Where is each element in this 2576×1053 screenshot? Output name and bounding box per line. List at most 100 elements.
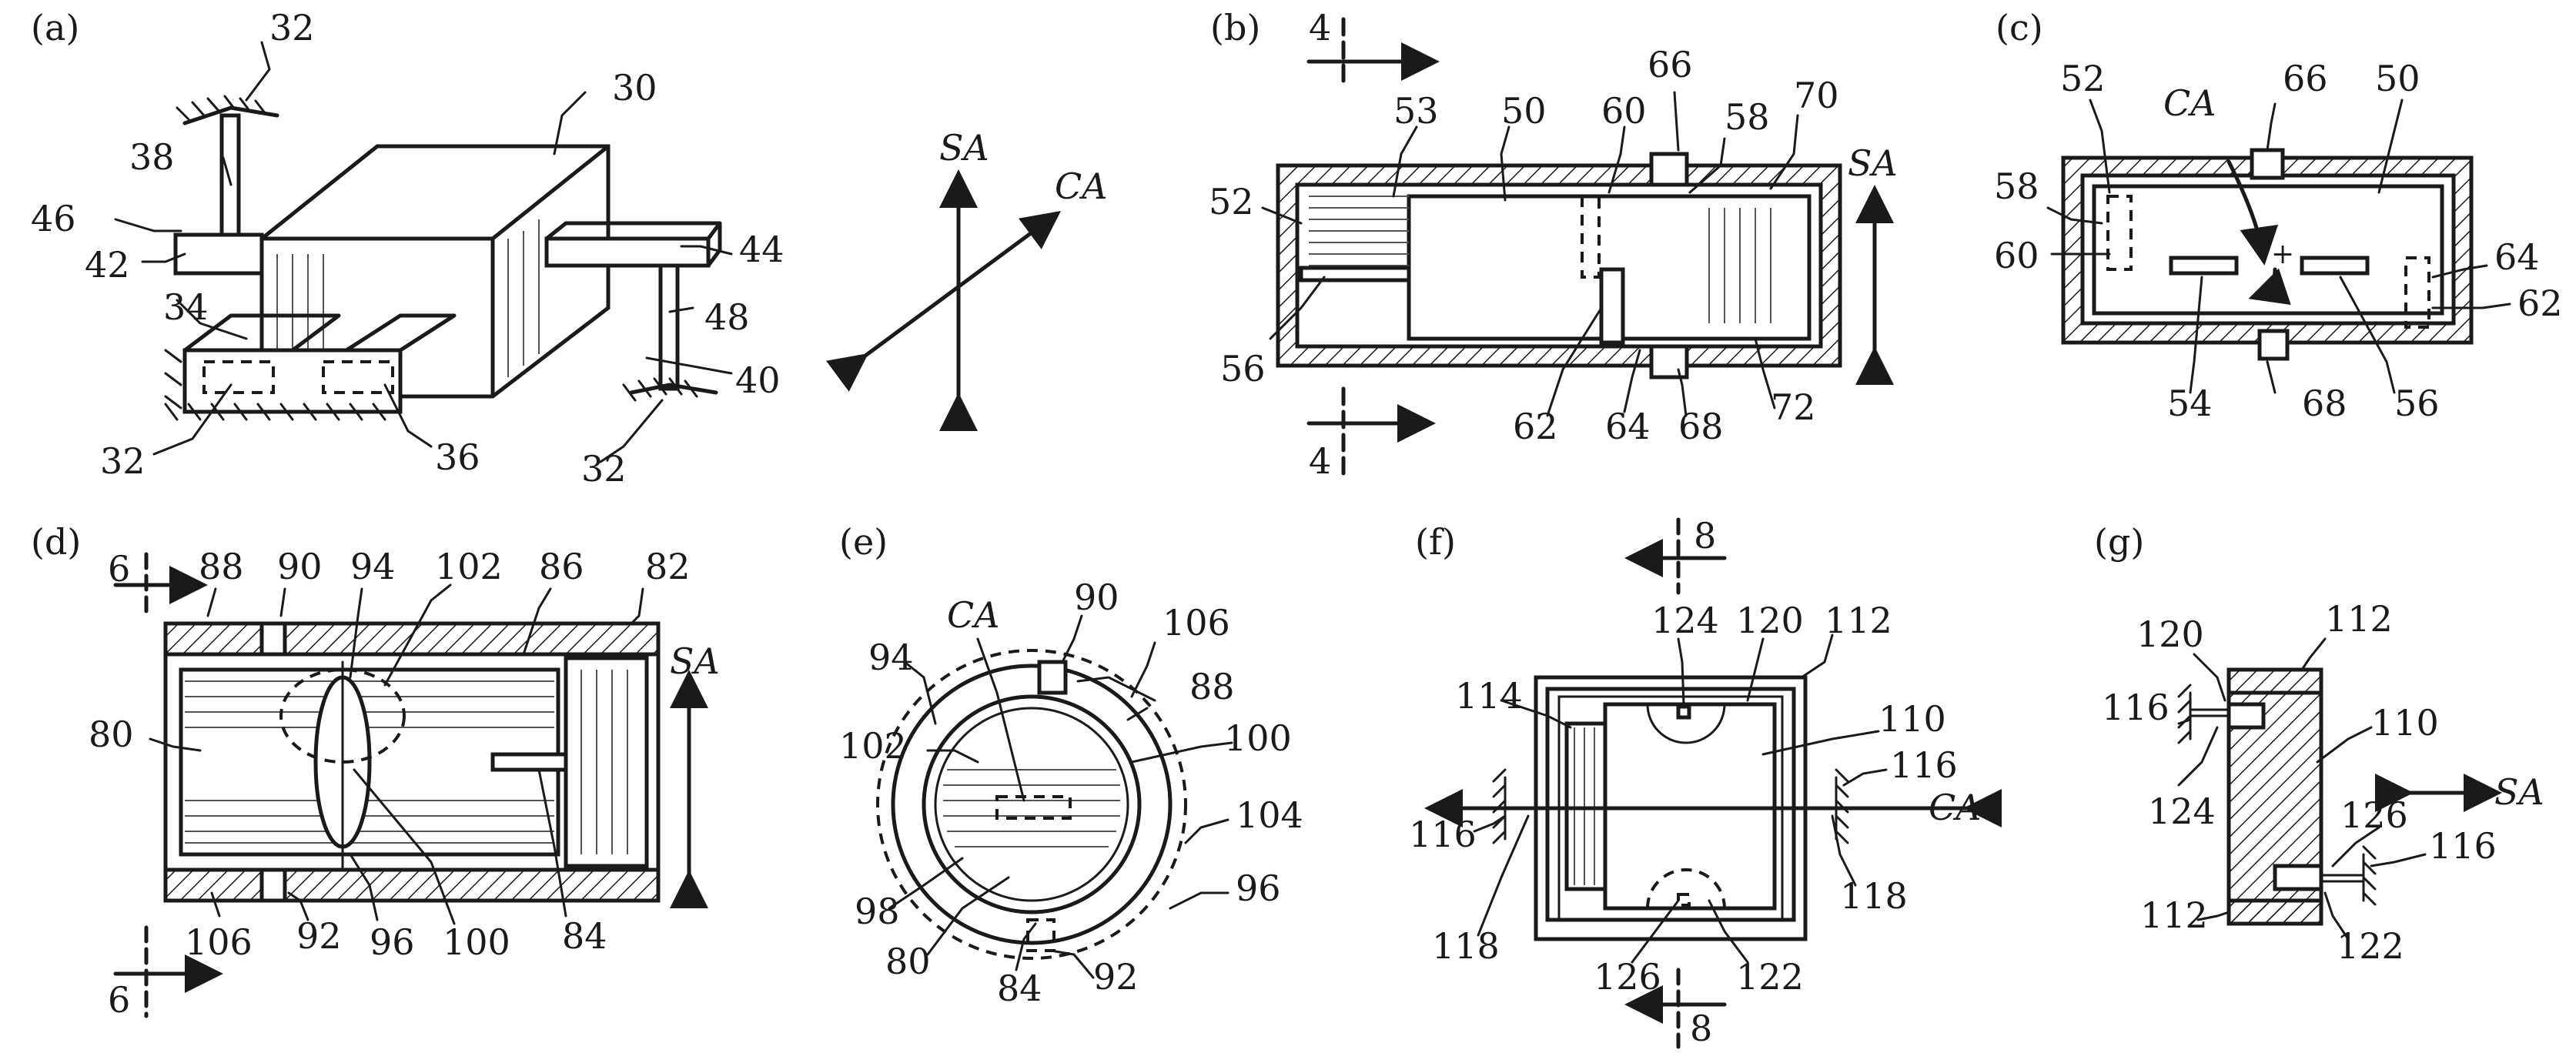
rotor-80 <box>922 694 1142 914</box>
ref-label: 88 <box>1189 666 1235 707</box>
ref-label: 104 <box>1236 794 1303 836</box>
ref-label: 82 <box>645 546 691 587</box>
mount-32-right <box>629 383 718 395</box>
ref-label: 58 <box>1725 96 1770 138</box>
ref-label: 110 <box>2371 702 2439 744</box>
axis-label: CA <box>1929 787 1981 828</box>
ref-label: 98 <box>855 891 900 932</box>
electrode-54 <box>2169 256 2239 276</box>
ref-label: 96 <box>370 921 415 963</box>
ref-label: 124 <box>2148 791 2216 832</box>
ref-label: 52 <box>1209 181 1254 222</box>
section-mark: 6 <box>108 548 130 590</box>
ref-label: 112 <box>2325 598 2393 640</box>
ref-label: 116 <box>1409 814 1477 855</box>
axis-label: SA <box>1848 142 1898 184</box>
axis-label: SA <box>939 127 989 169</box>
ref-label: 66 <box>1648 44 1693 85</box>
ref-label: 112 <box>2140 894 2208 936</box>
ref-label: 44 <box>739 229 785 270</box>
panel-b: (b) 4 4 SA 66 53 50 60 58 70 52 56 62 <box>1209 7 1898 482</box>
ref-label: 36 <box>435 436 480 478</box>
ref-label: 56 <box>1220 348 1266 389</box>
ref-label: 64 <box>1605 406 1651 447</box>
screw-66 <box>1649 152 1689 187</box>
ref-label: 94 <box>868 637 914 678</box>
ref-label: 94 <box>350 546 396 587</box>
ref-label: 120 <box>2136 613 2204 655</box>
ref-label: 116 <box>2102 687 2170 728</box>
ref-label: 118 <box>1840 875 1908 917</box>
ref-label: 54 <box>2167 383 2213 424</box>
shaft-84 <box>490 752 572 772</box>
tab-126 <box>2273 864 2323 891</box>
screw-66 <box>2250 148 2285 180</box>
section-mark: 4 <box>1309 7 1331 48</box>
section-mark: 8 <box>1694 515 1716 557</box>
panel-a: (a) 32 30 38 46 44 42 34 48 40 32 <box>31 7 1107 490</box>
panel-label: (a) <box>31 7 79 48</box>
electrode-56 <box>2300 256 2370 276</box>
ref-label: 48 <box>704 296 750 338</box>
mount-32-top <box>182 105 279 125</box>
ref-label: 32 <box>100 440 146 482</box>
ref-label: 52 <box>2060 58 2106 99</box>
ref-label: 30 <box>612 67 657 109</box>
ref-label: 92 <box>1093 956 1139 998</box>
ref-label: 116 <box>1890 744 1958 786</box>
wall-88-bottom <box>163 867 661 903</box>
ref-label: 110 <box>1878 698 1946 740</box>
post-38 <box>219 113 241 241</box>
ref-label: 32 <box>269 7 315 48</box>
ref-label: 126 <box>2340 794 2408 836</box>
ref-label: 34 <box>163 286 209 328</box>
center-mark: + <box>2271 239 2294 270</box>
mass-50 <box>2092 184 2444 316</box>
ref-label: 46 <box>31 198 76 239</box>
ref-label: 80 <box>885 941 931 982</box>
ref-label: 66 <box>2283 58 2328 99</box>
ref-label: 116 <box>2429 825 2497 867</box>
ref-label: 100 <box>443 921 510 963</box>
panel-c: (c) + CA 52 66 50 58 60 64 62 54 68 56 <box>1994 7 2563 424</box>
ref-label: 50 <box>1501 90 1547 132</box>
screw-92 <box>259 867 287 903</box>
electrode-84 <box>995 795 1072 820</box>
ref-label: 102 <box>839 725 907 767</box>
ref-label: 88 <box>199 546 244 587</box>
ref-label: 124 <box>1651 600 1719 641</box>
axis-label: SA <box>2494 771 2544 813</box>
ref-label: 58 <box>1994 165 2039 207</box>
section-mark: 4 <box>1309 440 1331 482</box>
panel-f: (f) CA 8 8 124 120 112 114 110 116 116 1… <box>1409 515 2002 1049</box>
ref-label: 53 <box>1393 90 1439 132</box>
ref-label: 60 <box>1994 235 2039 276</box>
ref-label: 120 <box>1736 600 1804 641</box>
arm-44 <box>544 236 711 268</box>
ref-label: 72 <box>1771 386 1816 428</box>
axis-ca-arrow <box>825 211 1062 392</box>
ref-label: 92 <box>296 915 342 957</box>
axis-label: CA <box>947 594 999 636</box>
panel-label: (d) <box>31 521 81 563</box>
ref-label: 100 <box>1224 717 1292 759</box>
ref-label: 70 <box>1794 75 1839 116</box>
ref-label: 64 <box>2494 236 2540 278</box>
ref-label: 102 <box>435 546 503 587</box>
ref-label: 106 <box>1163 602 1230 644</box>
panel-d: (d) 6 6 SA 88 90 94 102 86 82 80 106 92 <box>31 521 720 1021</box>
panel-g: (g) SA 120 112 116 110 124 126 116 112 1… <box>2094 521 2544 967</box>
ref-label: 62 <box>2517 282 2563 324</box>
screw-68 <box>1649 344 1689 379</box>
ref-label: 84 <box>997 968 1042 1009</box>
post-48 <box>658 263 680 391</box>
axis-label: CA <box>1055 165 1107 207</box>
panel-e: (e) CA 90 106 94 88 102 100 104 96 98 80… <box>839 521 1303 1009</box>
ref-label: 122 <box>2337 925 2404 967</box>
base-32 <box>182 348 403 414</box>
ref-label: 112 <box>1825 600 1892 641</box>
ref-label: 106 <box>185 921 253 963</box>
screw-90 <box>1037 660 1068 695</box>
ref-label: 38 <box>129 136 175 178</box>
